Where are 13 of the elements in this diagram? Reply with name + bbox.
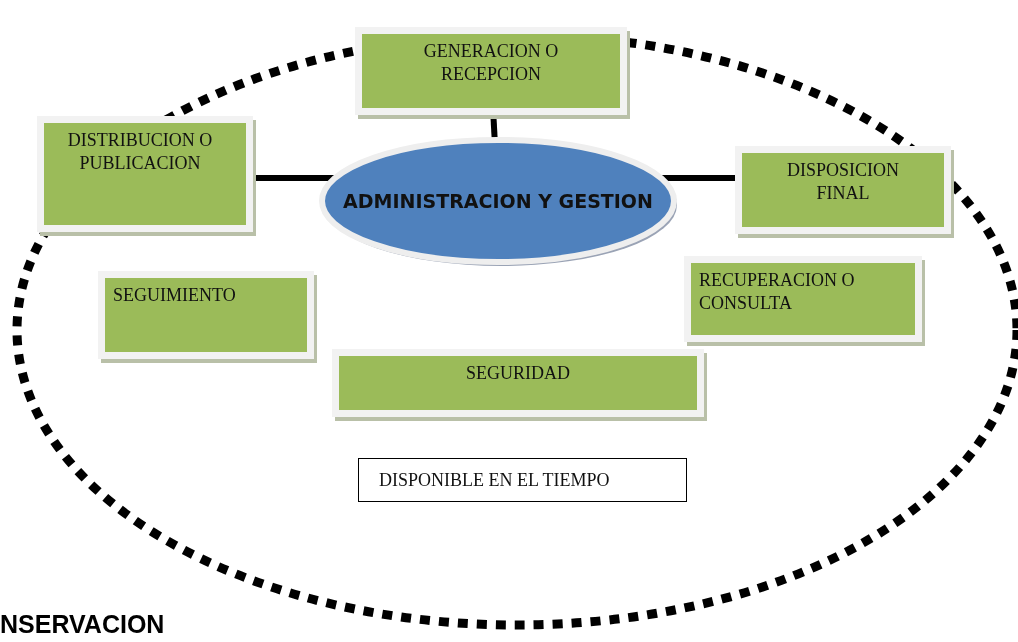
node-text: SEGUIMIENTO — [113, 284, 237, 307]
node-text: RECUPERACION O CONSULTA — [699, 269, 856, 315]
node-text: ADMINISTRACION Y GESTION — [343, 189, 653, 214]
text-box — [358, 458, 687, 502]
node-text: DISTRIBUCION O PUBLICACION — [66, 129, 214, 175]
node-text: GENERACION O RECEPCION — [422, 40, 560, 86]
node-text: SEGURIDAD — [465, 362, 571, 385]
ellipse-node — [318, 136, 678, 266]
connector-line — [661, 175, 735, 181]
node-text: DISPONIBLE EN EL TIEMPO — [379, 468, 610, 492]
heading-text: NSERVACION — [0, 610, 165, 639]
node-text: DISPOSICION FINAL — [786, 159, 900, 205]
connector-line — [253, 175, 335, 181]
